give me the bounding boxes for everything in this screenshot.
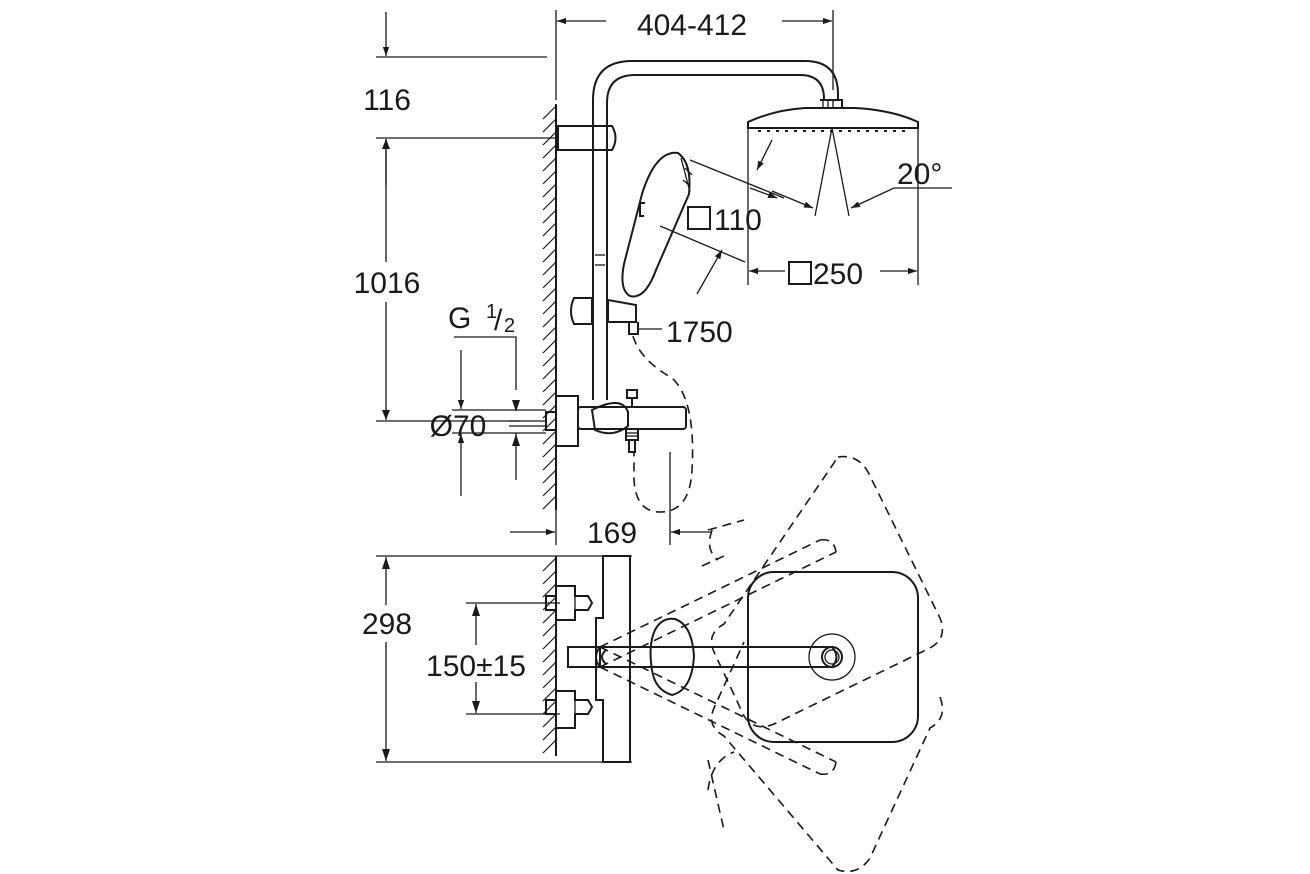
- wall-hatch-line: [542, 622, 557, 637]
- side-view: 404-412 116 1016 G 1 / 2: [354, 9, 952, 550]
- dim-escutcheon: Ø70: [430, 350, 546, 496]
- wall-hatch-line: [542, 209, 557, 224]
- square-symbol-icon: [687, 206, 711, 230]
- wall-hatch-line: [542, 469, 557, 484]
- shower-arm-plan: [567, 646, 838, 668]
- wall-hatch-line: [542, 118, 557, 133]
- rail-height-label: 1016: [354, 267, 421, 300]
- wall-hatch-line: [542, 378, 557, 393]
- wall-hatch-line: [542, 687, 557, 702]
- wall-hatch-line: [542, 739, 557, 754]
- wall-side: [542, 104, 557, 510]
- hand-shower-size-label: 110: [714, 204, 762, 237]
- head-shower-size-label: 250: [813, 258, 863, 291]
- thermostatic-mixer: [545, 389, 687, 453]
- wall-hatch-line: [542, 339, 557, 354]
- wall-hatch-line: [542, 157, 557, 172]
- dim-head-shower: 250: [747, 128, 919, 291]
- dim-hand-shower: 110: [659, 159, 785, 295]
- wall-hatch-line: [542, 635, 557, 650]
- dim-arm-reach: 404-412: [555, 9, 834, 100]
- wall-hatch-line: [542, 300, 557, 315]
- inlet-centers-label: 150±15: [426, 650, 526, 683]
- wall-hatch-line: [542, 648, 557, 663]
- dim-mixer-depth: 298: [362, 555, 632, 763]
- wall-hatch-line: [542, 326, 557, 341]
- wall-hatch-line: [542, 495, 557, 510]
- hose-length-label: 1750: [666, 316, 733, 349]
- wall-hatch-line: [542, 713, 557, 728]
- wall-hatch-line: [542, 391, 557, 406]
- head-shower-plan: [747, 571, 919, 743]
- wall-hatch-line: [542, 726, 557, 741]
- shower-hose: [632, 335, 694, 513]
- wall-hatch-line: [542, 674, 557, 689]
- tilt-angle-label: 20°: [897, 158, 942, 191]
- wall-hatch-line: [542, 430, 557, 445]
- wall-hatch-line: [542, 287, 557, 302]
- wall-hatch-line: [542, 456, 557, 471]
- dim-tilt-angle: 20°: [756, 127, 952, 217]
- inlet-thread-den: 2: [504, 315, 515, 337]
- wall-hatch-line: [542, 235, 557, 250]
- wall-hatch-line: [542, 222, 557, 237]
- wall-plan: [542, 556, 557, 756]
- wall-hatch-line: [542, 105, 557, 120]
- mixer-depth-label: 298: [362, 608, 412, 641]
- wall-hatch-line: [542, 583, 557, 598]
- wall-hatch-line: [542, 183, 557, 198]
- dim-rail-height: 1016: [354, 139, 520, 422]
- wall-hatch-line: [542, 482, 557, 497]
- wall-hatch-line: [542, 443, 557, 458]
- dim-inlet-thread: G 1 / 2: [448, 301, 520, 412]
- wall-hatch-line: [542, 352, 557, 367]
- hand-shower-plan: [649, 617, 696, 697]
- wall-hatch-line: [542, 700, 557, 715]
- wall-hatch-line: [542, 570, 557, 585]
- wall-hatch-line: [542, 661, 557, 676]
- wall-hatch-line: [542, 261, 557, 276]
- dim-top-offset: 116: [363, 12, 556, 185]
- wall-hatch-line: [542, 248, 557, 263]
- wall-hatch-line: [542, 274, 557, 289]
- shower-arm: [592, 60, 839, 130]
- rail-bracket-top: [557, 125, 617, 151]
- wall-hatch-line: [542, 170, 557, 185]
- dim-hose-length: 1750: [638, 316, 733, 349]
- hand-shower: [621, 151, 693, 298]
- wall-hatch-line: [542, 144, 557, 159]
- wall-hatch-line: [542, 557, 557, 572]
- swing-outline: [599, 455, 944, 873]
- inlet-thread-num: 1: [486, 301, 497, 323]
- dim-inlet-centers: 150±15: [426, 602, 560, 715]
- plan-view: 298 150±15: [362, 455, 944, 873]
- square-symbol-icon: [788, 261, 812, 285]
- mixer-projection-label: 169: [587, 517, 637, 550]
- inlet-thread-main: G: [448, 302, 471, 335]
- arm-reach-label: 404-412: [637, 9, 747, 42]
- wall-hatch-line: [542, 196, 557, 211]
- wall-hatch-line: [542, 609, 557, 624]
- head-shower: [747, 99, 919, 132]
- wall-hatch-line: [542, 365, 557, 380]
- escutcheon-label: Ø70: [430, 410, 487, 443]
- wall-hatch-line: [542, 313, 557, 328]
- shower-rail: [592, 130, 608, 400]
- hand-shower-holder: [570, 297, 639, 335]
- inlet-thread-slash: /: [494, 304, 503, 337]
- top-offset-label: 116: [363, 84, 411, 117]
- dim-mixer-projection: 169: [510, 446, 712, 550]
